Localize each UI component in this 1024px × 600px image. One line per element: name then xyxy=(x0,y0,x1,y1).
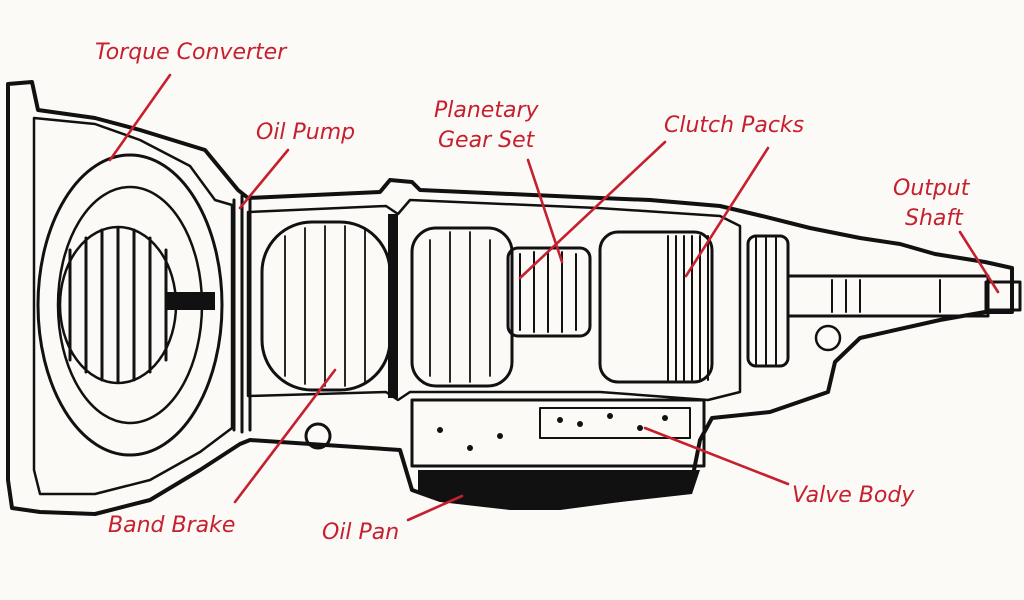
clutch-packs-drawing xyxy=(598,230,714,384)
leader-lines xyxy=(108,73,1000,522)
label-planetary-line2: Gear Set xyxy=(438,128,536,153)
leader-torque-converter xyxy=(108,73,172,162)
label-output-line2: Shaft xyxy=(905,206,964,231)
label-torque-converter: Torque Converter xyxy=(95,40,288,65)
valve-body-drawing xyxy=(304,398,706,468)
label-clutch-packs: Clutch Packs xyxy=(664,113,804,138)
planetary-gear-drawing xyxy=(410,226,592,388)
label-output-line1: Output xyxy=(893,176,971,201)
leader-clutch-packs-a xyxy=(518,140,667,280)
label-oil-pan: Oil Pan xyxy=(322,520,399,545)
oil-pump-drawing xyxy=(232,194,252,434)
label-valve-body: Valve Body xyxy=(792,483,915,508)
label-planetary-line1: Planetary xyxy=(434,98,539,123)
part-labels: Torque Converter Oil Pump Planetary Gear… xyxy=(95,40,971,545)
output-shaft-drawing xyxy=(746,234,1022,368)
leader-output-shaft xyxy=(958,230,1000,294)
leader-oil-pump xyxy=(238,148,290,210)
torque-converter-drawing xyxy=(36,153,224,457)
leader-oil-pan xyxy=(406,494,464,522)
band-brake-drawing xyxy=(260,214,398,398)
label-oil-pump: Oil Pump xyxy=(256,120,355,145)
oil-pan-drawing xyxy=(418,470,700,508)
leader-valve-body xyxy=(643,426,790,486)
leader-clutch-packs-b xyxy=(684,146,770,278)
label-band-brake: Band Brake xyxy=(108,513,235,538)
leader-band-brake xyxy=(233,368,337,504)
